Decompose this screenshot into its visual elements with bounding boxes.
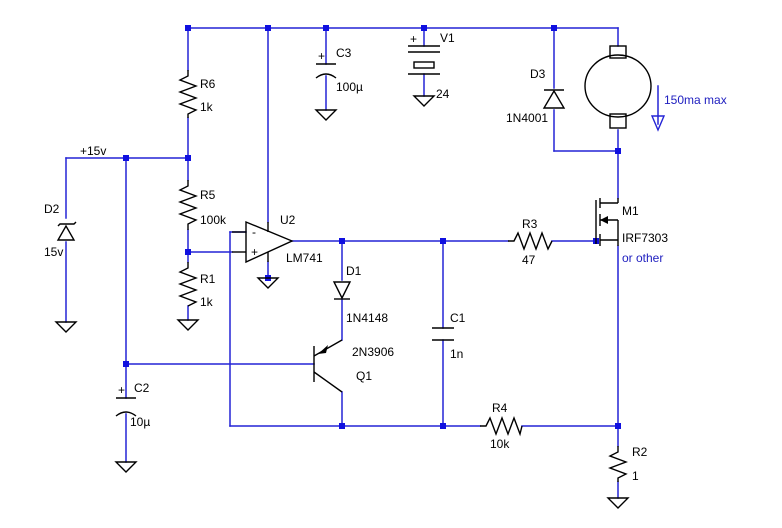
- junction-node: [421, 25, 427, 31]
- junction-node: [123, 155, 129, 161]
- label-d1-value: 1N4148: [346, 311, 388, 325]
- label-c3-plus: +: [318, 49, 325, 63]
- resistor-r1: [178, 262, 198, 307]
- label-motor-current: 150ma max: [664, 93, 727, 107]
- capacitor-c2: [115, 397, 137, 417]
- label-d1-ref: D1: [346, 264, 362, 278]
- diode-d3: [542, 89, 566, 109]
- ground-icon: [256, 277, 280, 289]
- label-u2-value: LM741: [286, 251, 323, 265]
- junction-node: [185, 249, 191, 255]
- junction-node: [185, 25, 191, 31]
- label-c2-ref: C2: [134, 381, 150, 395]
- label-c2-plus: +: [118, 383, 125, 397]
- capacitor-c1: [432, 327, 454, 341]
- ground-icon: [314, 109, 338, 121]
- resistor-r4: [480, 416, 523, 437]
- junction-node: [440, 238, 446, 244]
- label-v1-ref: V1: [440, 31, 455, 45]
- label-u2-minus: -: [252, 225, 256, 239]
- label-d3-value: 1N4001: [506, 111, 548, 125]
- label-r2-ref: R2: [632, 445, 648, 459]
- label-u2-ref: U2: [280, 213, 296, 227]
- motor-icon: [584, 45, 652, 129]
- label-r6-ref: R6: [200, 77, 216, 91]
- junction-node: [265, 25, 271, 31]
- ground-icon: [412, 95, 436, 107]
- label-q1-ref: Q1: [356, 369, 372, 383]
- junction-node: [615, 148, 621, 154]
- battery-v1: [408, 45, 440, 75]
- junction-node: [615, 423, 621, 429]
- capacitor-c3: [315, 63, 337, 79]
- ground-symbols: [54, 95, 630, 509]
- labels: +15v D2 15v R6 1k R5 100k R1 1k C3 100µ …: [44, 31, 727, 483]
- junction-node: [339, 238, 345, 244]
- label-m1-value: IRF7303: [622, 231, 668, 245]
- label-c2-value: 10µ: [130, 415, 150, 429]
- label-r2-value: 1: [632, 469, 639, 483]
- label-c1-ref: C1: [450, 311, 466, 325]
- label-r1-value: 1k: [200, 295, 214, 309]
- wires: [65, 27, 619, 499]
- transistor-q1: [313, 339, 343, 393]
- resistor-r2: [608, 446, 628, 482]
- opamp-u2: [232, 220, 294, 264]
- label-r1-ref: R1: [200, 272, 216, 286]
- resistor-r3: [508, 231, 553, 251]
- label-r4-value: 10k: [490, 437, 510, 451]
- label-m1-ref: M1: [622, 204, 639, 218]
- resistor-r6: [178, 70, 198, 118]
- junction-node: [339, 423, 345, 429]
- label-v1-value: 24: [436, 87, 450, 101]
- label-u2-plus: +: [251, 245, 258, 259]
- current-arrow-icon: [650, 85, 666, 132]
- junction-node: [323, 25, 329, 31]
- label-d3-ref: D3: [530, 67, 546, 81]
- label-r5-ref: R5: [200, 188, 216, 202]
- label-r4-ref: R4: [492, 401, 508, 415]
- ground-icon: [54, 321, 78, 333]
- label-r6-value: 1k: [200, 100, 214, 114]
- mosfet-m1: [595, 198, 619, 246]
- zener-diode-d2: [56, 221, 77, 241]
- ground-icon: [606, 497, 630, 509]
- label-c1-value: 1n: [450, 347, 463, 361]
- junction-node: [123, 361, 129, 367]
- label-d2-ref: D2: [44, 202, 60, 216]
- label-m1-note: or other: [622, 251, 663, 265]
- ground-icon: [114, 461, 138, 473]
- net-label-15v: +15v: [80, 144, 106, 158]
- label-d2-value: 15v: [44, 245, 63, 259]
- label-v1-plus: +: [410, 32, 417, 46]
- label-q1-value: 2N3906: [352, 345, 394, 359]
- label-r3-ref: R3: [522, 217, 538, 231]
- label-c3-value: 100µ: [336, 80, 363, 94]
- junction-node: [551, 25, 557, 31]
- label-c3-ref: C3: [336, 46, 352, 60]
- junction-node: [440, 423, 446, 429]
- label-r5-value: 100k: [200, 213, 227, 227]
- ground-icon: [176, 319, 200, 331]
- junction-node: [185, 155, 191, 161]
- label-r3-value: 47: [522, 253, 536, 267]
- emitter-arrow-icon: [318, 345, 328, 354]
- diode-d1: [332, 281, 352, 300]
- resistor-r5: [178, 180, 198, 230]
